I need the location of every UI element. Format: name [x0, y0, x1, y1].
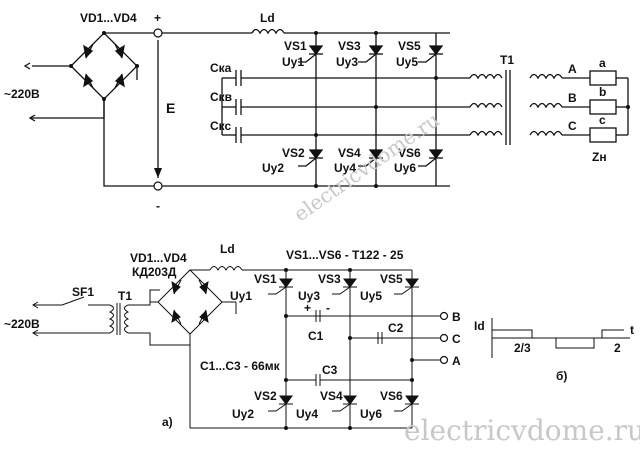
- top-minus-terminal: [153, 181, 163, 191]
- waveform-part-b: б): [556, 369, 567, 383]
- top-t1-label: T1: [500, 53, 514, 67]
- top-plus-terminal: [153, 28, 163, 38]
- bottom-uy2: Uy2: [232, 407, 254, 421]
- top-plus-label: +: [154, 11, 161, 25]
- waveform-y-label: Id: [474, 319, 485, 333]
- bottom-out-b: B: [452, 310, 461, 324]
- waveform-t-label: t: [630, 323, 634, 337]
- waveform-plot: [491, 318, 630, 358]
- top-inverter-legs: [298, 33, 444, 186]
- top-load-b: b: [599, 85, 606, 99]
- bottom-t1-label: T1: [118, 289, 132, 303]
- bottom-out-c: C: [452, 332, 461, 346]
- top-schematic: [23, 28, 630, 191]
- bottom-bridge-type: КД203Д: [132, 265, 177, 279]
- bottom-uy3: Uy3: [298, 289, 320, 303]
- bottom-vs1: VS1: [254, 272, 277, 286]
- top-vs2: VS2: [282, 146, 305, 160]
- top-vs6: VS6: [398, 146, 421, 160]
- top-cap-b: Cкв: [210, 90, 232, 104]
- bottom-vs3: VS3: [318, 272, 341, 286]
- bottom-uy5: Uy5: [360, 289, 382, 303]
- bottom-c2: C2: [388, 321, 404, 335]
- bottom-vs5: VS5: [380, 272, 403, 286]
- top-uy1: Uy1: [282, 55, 304, 69]
- waveform-tick-23: 2/3: [514, 341, 531, 355]
- top-phase-b: B: [568, 91, 577, 105]
- bottom-uy6: Uy6: [360, 407, 382, 421]
- top-uy2: Uy2: [262, 161, 284, 175]
- top-choke-label: Ld: [260, 11, 275, 25]
- bottom-choke-label: Ld: [220, 242, 235, 256]
- bottom-diode-symbols: [171, 279, 209, 325]
- top-vs4: VS4: [338, 146, 361, 160]
- bottom-vs6: VS6: [380, 389, 403, 403]
- bottom-part-a: а): [162, 415, 173, 429]
- bottom-cap-plus: +: [304, 301, 311, 315]
- bottom-cap-spec: C1...C3 - 66мк: [200, 359, 281, 373]
- bottom-vs4: VS4: [320, 389, 343, 403]
- top-load-label: Zн: [592, 150, 607, 164]
- watermark-diagonal: electricvdome.ru: [289, 108, 444, 227]
- top-uy4: Uy4: [334, 161, 356, 175]
- top-diode-bridge: [69, 31, 139, 101]
- bottom-uy4: Uy4: [296, 407, 318, 421]
- watermark-bottom: electricvdome.ru: [404, 414, 640, 447]
- bottom-mains-label: ~220В: [4, 317, 40, 331]
- bottom-thyristors: [268, 278, 419, 412]
- bottom-cap-minus: -: [326, 301, 330, 315]
- bottom-c1: C1: [308, 329, 324, 343]
- output-b-terminal: [439, 311, 449, 321]
- bottom-sf1-label: SF1: [72, 285, 94, 299]
- top-vs3: VS3: [338, 39, 361, 53]
- top-mains-label: ~220В: [4, 87, 40, 101]
- top-vs5: VS5: [398, 39, 421, 53]
- bottom-schematic: [32, 266, 440, 429]
- bottom-bridge-label: VD1...VD4: [130, 251, 187, 265]
- output-c-terminal: [439, 333, 449, 343]
- top-uy6: Uy6: [394, 161, 416, 175]
- top-transformer: [469, 70, 563, 145]
- top-bridge-label: VD1...VD4: [80, 11, 137, 25]
- bottom-uy1: Uy1: [230, 289, 252, 303]
- top-voltage-label: E: [166, 100, 175, 116]
- top-vs1: VS1: [284, 39, 307, 53]
- output-a-terminal: [439, 355, 449, 365]
- bottom-vs2: VS2: [254, 389, 277, 403]
- top-uy3: Uy3: [336, 55, 358, 69]
- top-load-a: a: [599, 56, 606, 70]
- top-cap-c: Cкс: [210, 119, 232, 133]
- waveform-tick-2: 2: [614, 341, 621, 355]
- top-phase-c: C: [568, 119, 577, 133]
- bottom-out-a: A: [452, 354, 461, 368]
- top-phase-lines: [221, 70, 470, 143]
- top-uy5: Uy5: [396, 55, 418, 69]
- bottom-thyristor-spec: VS1...VS6 - T122 - 25: [286, 248, 404, 262]
- top-cap-a: Cка: [210, 61, 232, 75]
- top-load-c: c: [599, 113, 606, 127]
- top-minus-label: -: [156, 199, 160, 213]
- top-phase-a: A: [568, 62, 577, 76]
- bottom-c3: C3: [322, 363, 338, 377]
